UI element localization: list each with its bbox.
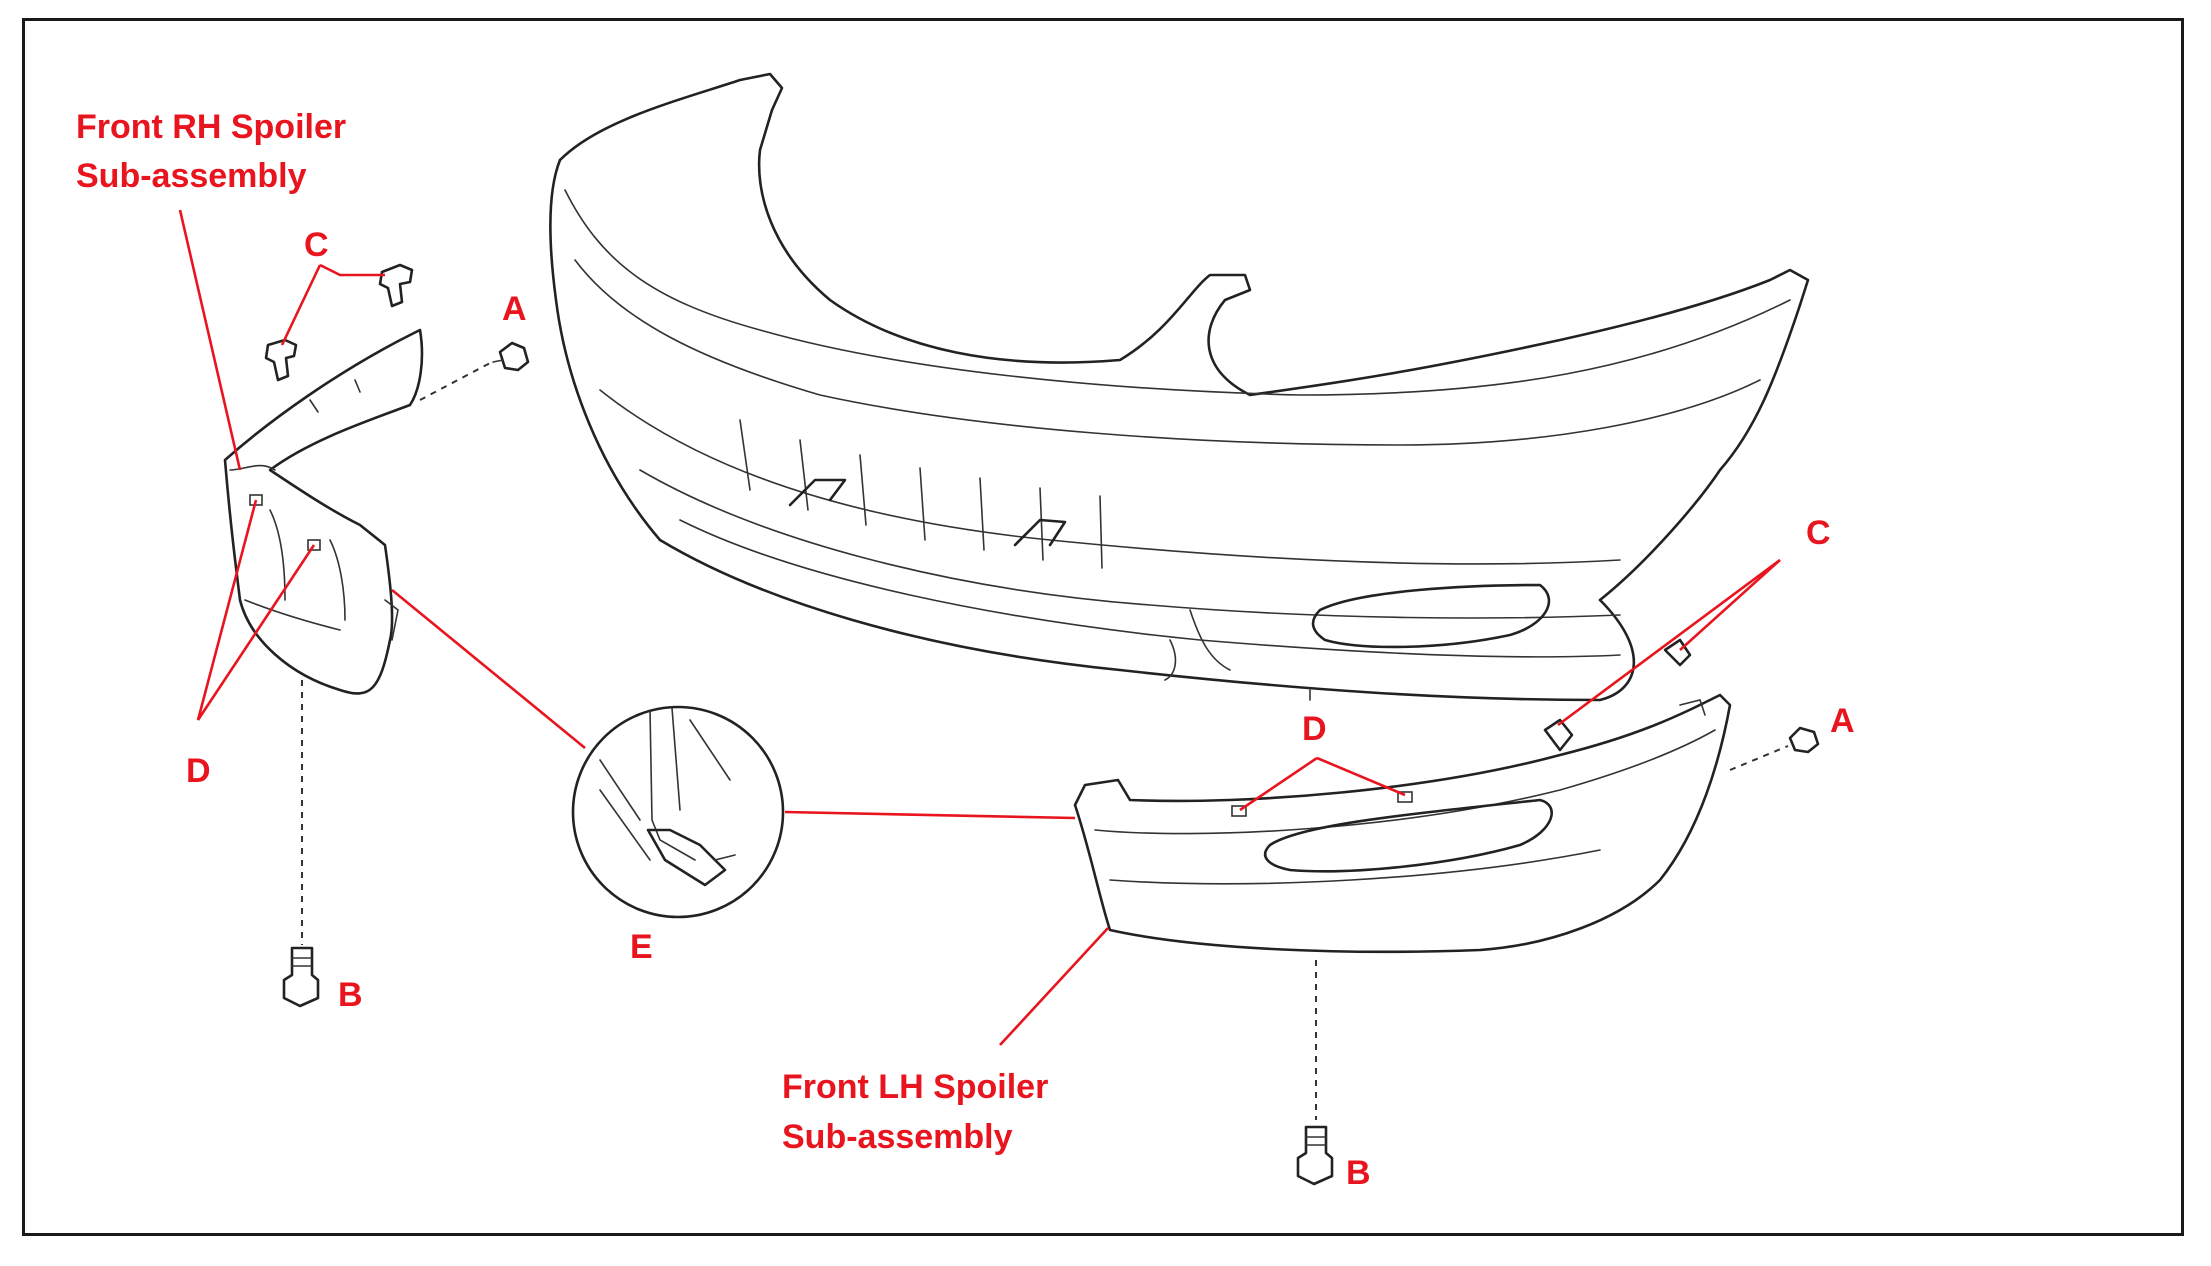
label-c-left: C: [304, 226, 329, 264]
label-a-left: A: [502, 290, 527, 328]
label-b-left: B: [338, 976, 363, 1014]
fastener-b-right: [1296, 960, 1334, 1186]
fastener-b-left: [282, 680, 320, 1008]
detail-circle-e: [571, 705, 785, 919]
label-a-right: A: [1830, 702, 1855, 740]
front-rh-spoiler: [223, 328, 424, 695]
lh-spoiler-label-line2: Sub-assembly: [782, 1118, 1013, 1156]
label-d-right: D: [1302, 710, 1327, 748]
diagram-frame: [22, 18, 2184, 1236]
fastener-a-left: [419, 341, 530, 401]
lh-spoiler-label-line1: Front LH Spoiler: [782, 1068, 1048, 1106]
label-e: E: [630, 928, 653, 966]
label-d-left: D: [186, 752, 211, 790]
fastener-a-right: [1729, 726, 1820, 771]
labels: Front RH Spoiler Sub-assembly Front LH S…: [76, 108, 1855, 1192]
label-b-right: B: [1346, 1154, 1371, 1192]
fastener-c-left: [264, 263, 414, 382]
leader-lines: [178, 209, 1781, 1046]
front-bumper-cover: [549, 72, 1810, 702]
rh-spoiler-label-line2: Sub-assembly: [76, 157, 307, 195]
label-c-right: C: [1806, 514, 1831, 552]
front-lh-spoiler: [1073, 638, 1732, 954]
rh-spoiler-label-line1: Front RH Spoiler: [76, 108, 346, 146]
